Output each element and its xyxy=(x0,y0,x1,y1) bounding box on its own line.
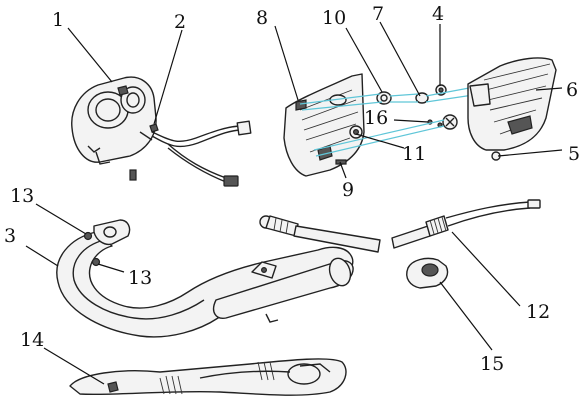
callout-3: 3 xyxy=(4,225,16,247)
right-side-cover-part xyxy=(467,57,557,151)
exhaust-muffler-part xyxy=(56,219,354,338)
instrument-cluster-part xyxy=(71,76,157,181)
callout-9: 9 xyxy=(342,179,354,201)
callout-4: 4 xyxy=(432,3,444,25)
callout-7: 7 xyxy=(372,3,384,25)
speedometer-cable-part xyxy=(391,199,541,249)
callout-14: 14 xyxy=(20,329,44,351)
callout-11: 11 xyxy=(402,143,426,165)
leader-lines xyxy=(25,21,563,385)
callout-8: 8 xyxy=(256,7,268,29)
fasteners-group xyxy=(335,84,501,165)
wiring-harness-part xyxy=(149,120,252,187)
callout-13-lower: 13 xyxy=(128,267,152,289)
callout-1: 1 xyxy=(52,9,64,31)
cap-part xyxy=(406,257,449,289)
callout-labels: 1 2 3 4 5 6 7 8 9 10 11 12 13 13 14 15 1… xyxy=(4,3,580,375)
throttle-cable-part xyxy=(259,215,381,253)
callout-12: 12 xyxy=(526,301,550,323)
callout-15: 15 xyxy=(480,353,504,375)
callout-2: 2 xyxy=(174,11,186,33)
callout-16: 16 xyxy=(364,107,388,129)
callout-5: 5 xyxy=(568,143,580,165)
left-side-cover-part xyxy=(283,73,365,177)
throttle-grip-part xyxy=(69,358,347,396)
callout-6: 6 xyxy=(566,79,578,101)
callout-13-upper: 13 xyxy=(10,185,34,207)
callout-10: 10 xyxy=(322,7,346,29)
